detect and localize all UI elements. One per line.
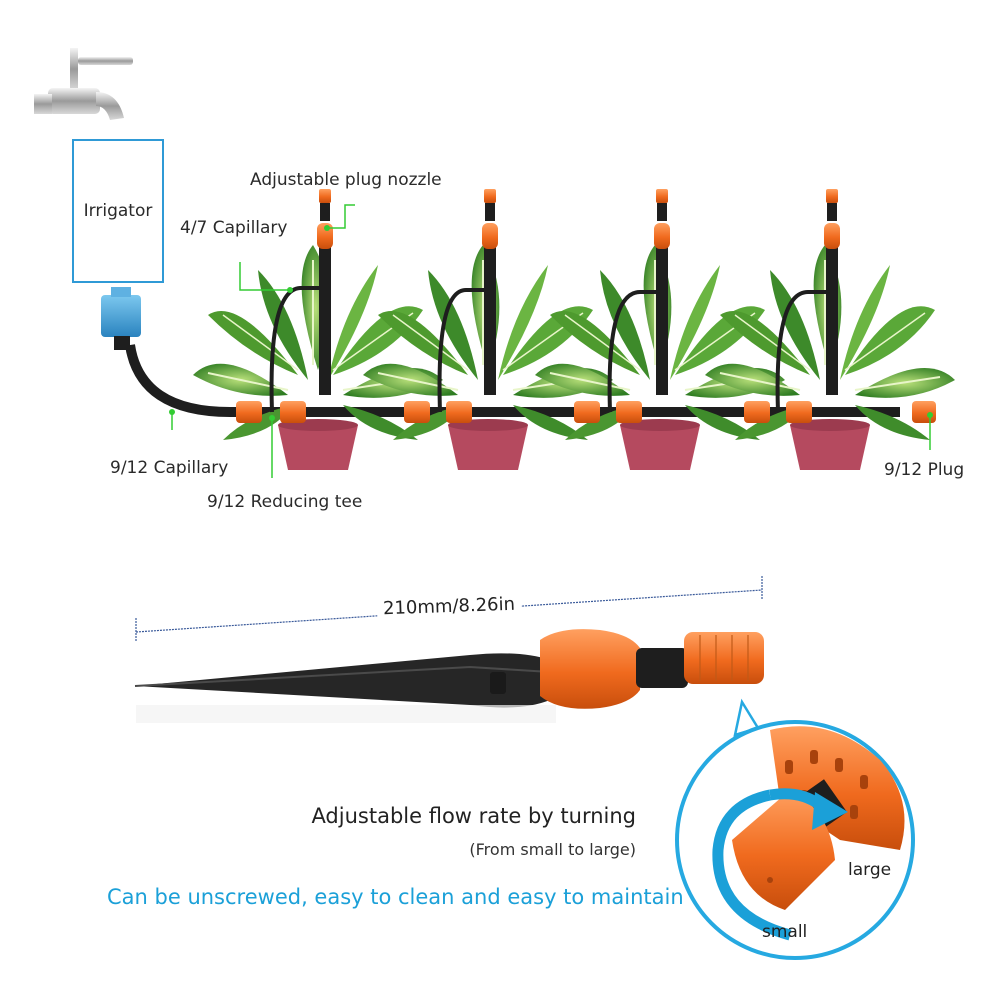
flow-subtitle: (From small to large): [469, 840, 636, 859]
stake-icon: [134, 629, 764, 723]
irrigator-box: Irrigator: [72, 139, 164, 283]
nozzle-icon: [317, 189, 333, 395]
connector-icon: [101, 287, 141, 350]
flow-title: Adjustable flow rate by turning: [311, 804, 636, 828]
nozzle-icon: [654, 189, 670, 395]
capillary-912-label: 9/12 Capillary: [110, 458, 229, 478]
zoom-detail: [675, 698, 915, 960]
maintenance-note: Can be unscrewed, easy to clean and easy…: [107, 885, 684, 909]
plug-912-label: 9/12 Plug: [884, 460, 965, 480]
zoom-large-label: large: [848, 860, 892, 880]
nozzle-icon: [482, 189, 498, 395]
rotation-arrow-icon: [712, 788, 848, 941]
zoom-small-label: small: [762, 922, 808, 942]
nozzle-icon: [824, 189, 840, 395]
faucet-icon: [34, 48, 133, 120]
irrigator-label: Irrigator: [83, 201, 153, 221]
reducing-tee-label: 9/12 Reducing tee: [207, 492, 363, 512]
nozzle-label: Adjustable plug nozzle: [250, 170, 442, 190]
capillary-47-label: 4/7 Capillary: [180, 218, 288, 238]
